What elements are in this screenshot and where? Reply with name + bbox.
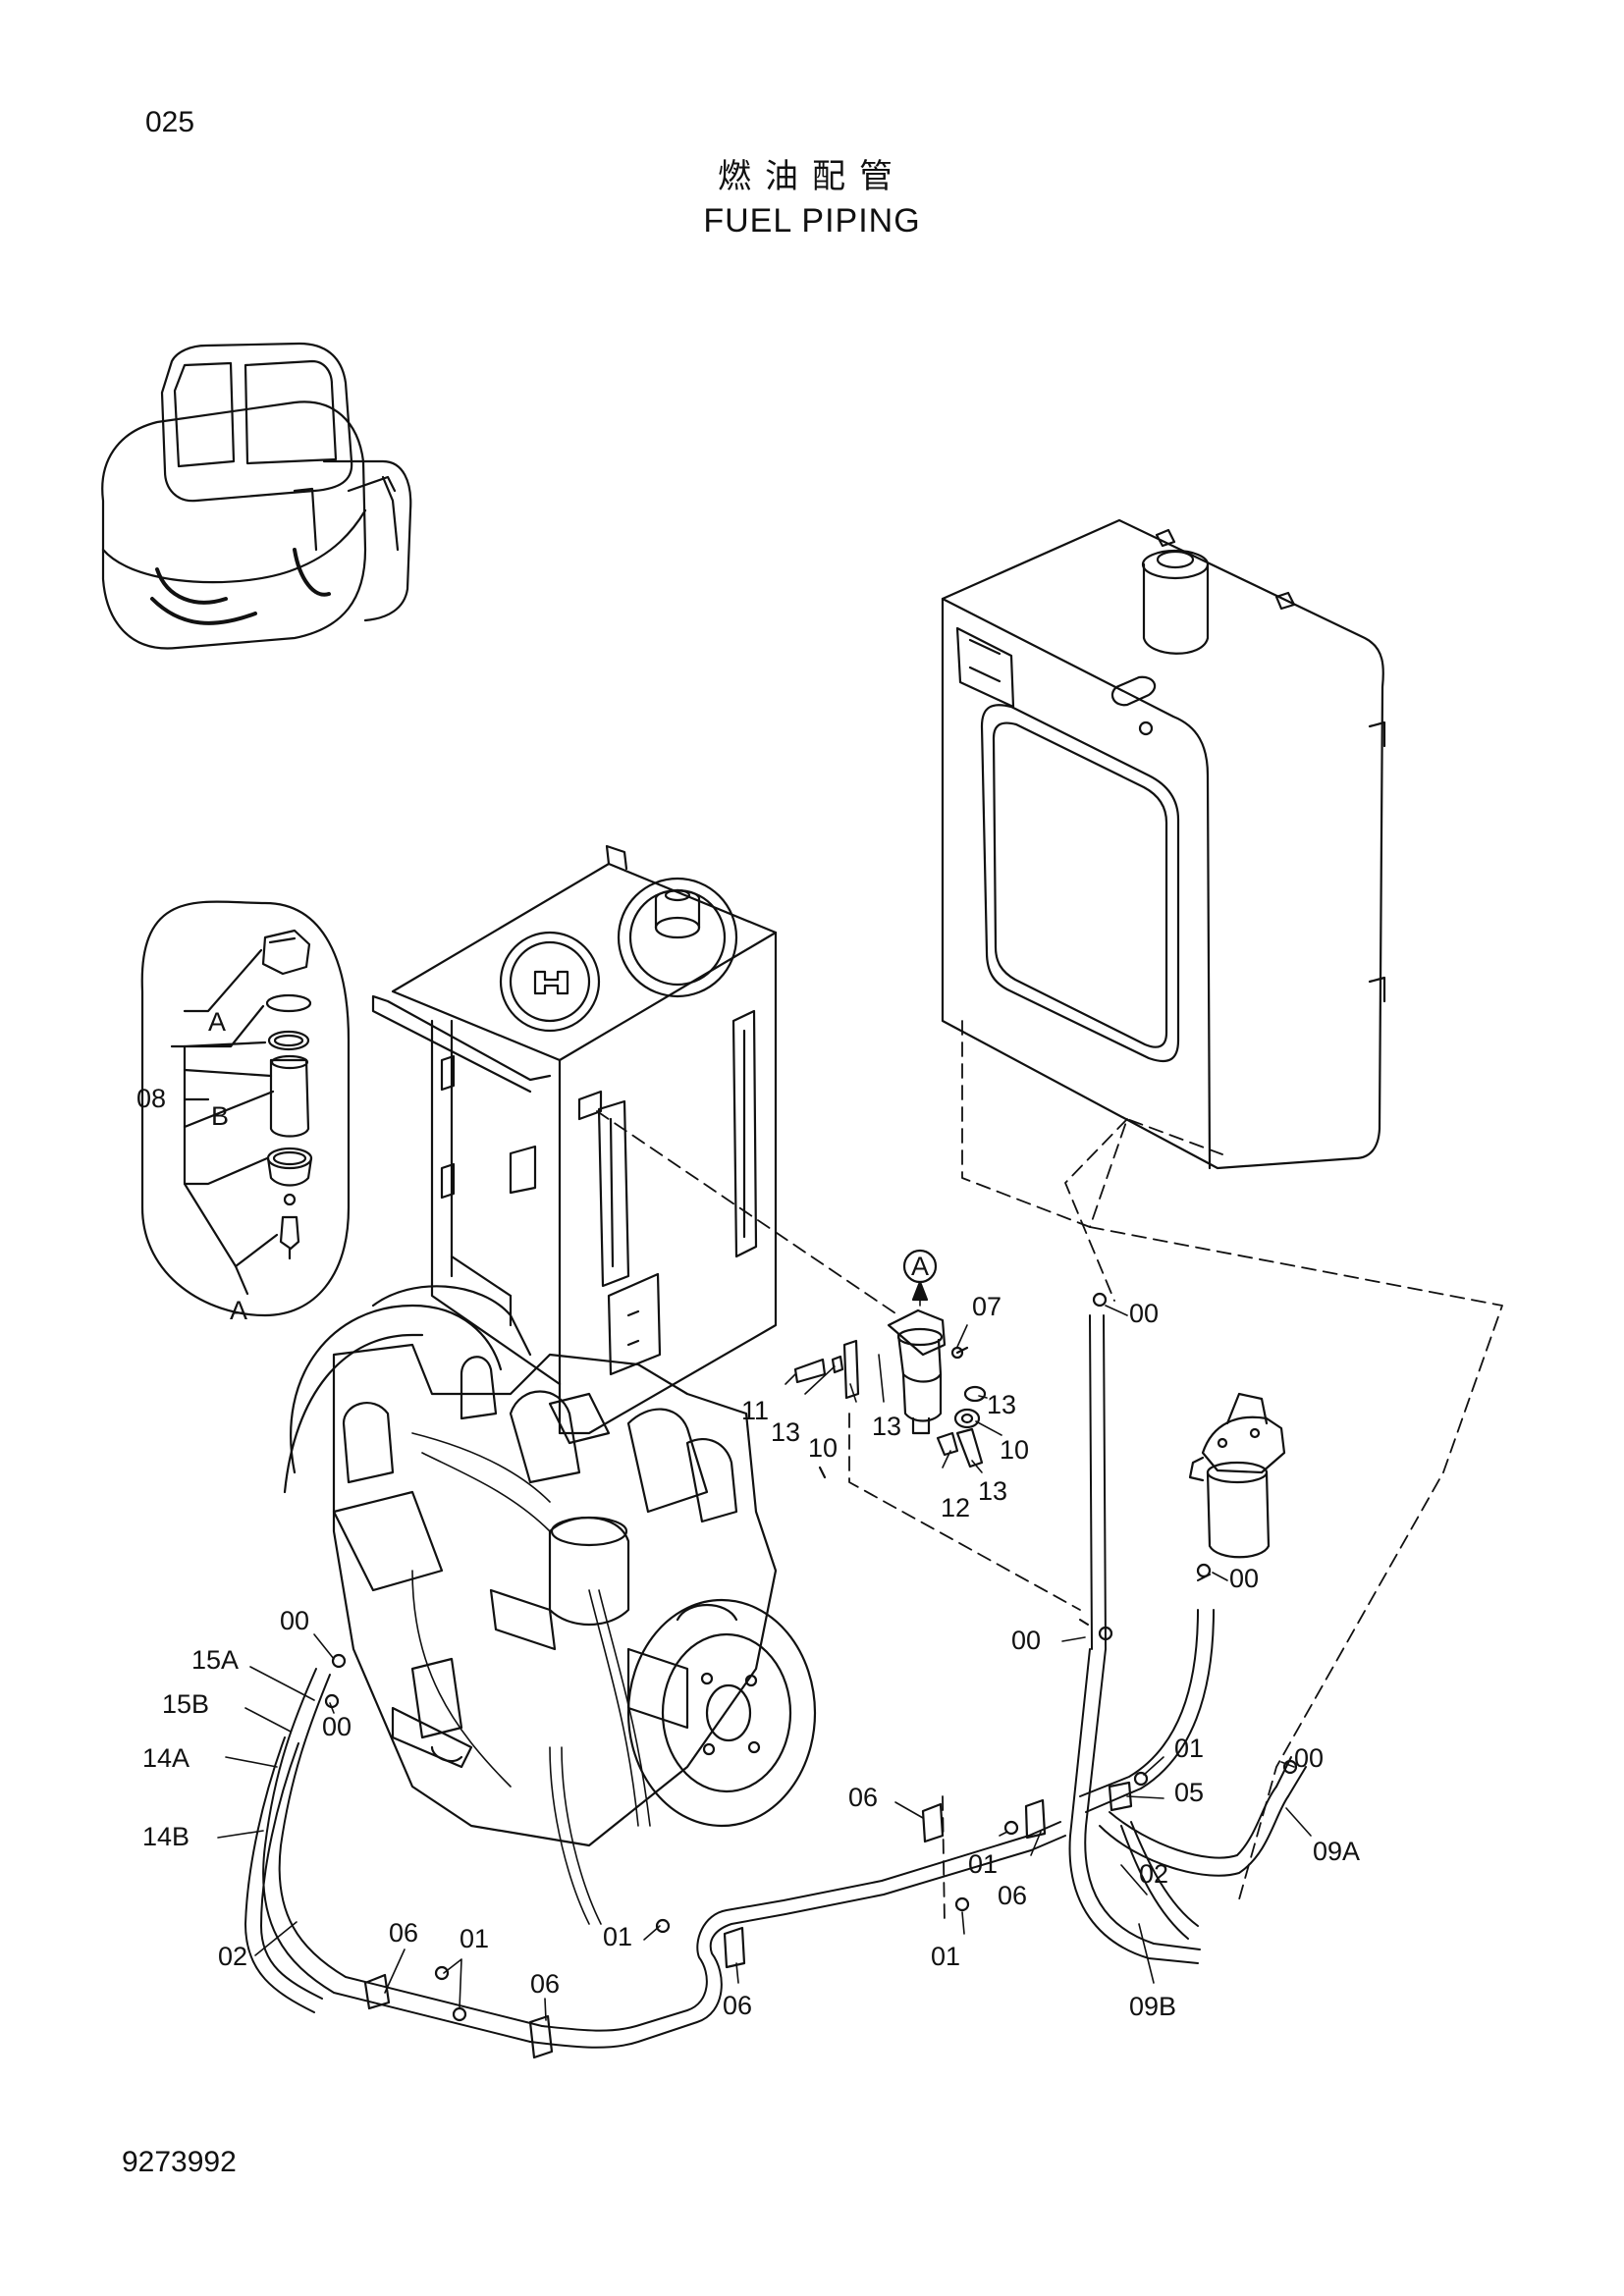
callout-08: 08: [136, 1084, 166, 1113]
callout-06-a: 06: [389, 1918, 418, 1948]
callout-01-e: 01: [1174, 1734, 1204, 1763]
callout-13-b: 13: [872, 1412, 901, 1441]
page-title: FUEL PIPING: [703, 202, 921, 240]
callout-05: 05: [1174, 1778, 1204, 1807]
callout-15a: 15A: [191, 1645, 239, 1675]
callout-10-b: 10: [1000, 1435, 1029, 1465]
callout-10-a: 10: [808, 1433, 838, 1463]
callout-13-d: 13: [978, 1476, 1007, 1506]
callout-detail-a-top: A: [208, 1007, 226, 1037]
callout-07: 07: [972, 1292, 1001, 1321]
detail-reference-arrow: [911, 1280, 929, 1302]
detail-view-a: [140, 900, 351, 1317]
callout-06-e: 06: [998, 1881, 1027, 1910]
callout-12: 12: [941, 1493, 970, 1522]
callout-00-e: 00: [280, 1606, 309, 1635]
fuel-filter-assembly: [793, 1308, 987, 1479]
document-number: 9273992: [122, 2146, 237, 2178]
water-separator: [1188, 1392, 1286, 1559]
callout-13-a: 13: [771, 1417, 800, 1447]
machine-overview-illustration: [101, 342, 412, 650]
hydraulic-oil-tank: [371, 844, 778, 1435]
callout-01-d: 01: [931, 1942, 960, 1971]
callout-02-b: 02: [1139, 1859, 1168, 1889]
callout-14b: 14B: [142, 1822, 189, 1851]
callout-01-c: 01: [968, 1849, 998, 1879]
callout-06-b: 06: [530, 1969, 560, 1999]
callout-ref-a: A: [911, 1252, 929, 1281]
callout-00-b: 00: [1229, 1564, 1259, 1593]
pipe-clamps: [324, 1292, 1298, 2059]
callout-leaders: [217, 1285, 1312, 2021]
callout-00-d: 00: [1294, 1743, 1324, 1773]
callout-11: 11: [741, 1396, 769, 1425]
callout-01-a: 01: [460, 1924, 489, 1953]
callout-01-b: 01: [603, 1922, 632, 1951]
engine-assembly: [283, 1285, 817, 1925]
callout-09a: 09A: [1313, 1837, 1360, 1866]
callout-06-c: 06: [723, 1991, 752, 2020]
callout-labels: 08 A B A A 07 11 13 10 13 13 10 12 13 00…: [136, 1007, 1360, 2021]
callout-09b: 09B: [1129, 1992, 1176, 2021]
fuel-pipes: [244, 1314, 1307, 2049]
callout-14a: 14A: [142, 1743, 189, 1773]
fuel-tank: [941, 518, 1386, 1170]
callout-00-f: 00: [322, 1712, 352, 1741]
callout-00-a: 00: [1129, 1299, 1159, 1328]
page-title-chinese: 燃油配管: [718, 157, 906, 196]
callout-detail-b: B: [211, 1101, 229, 1131]
callout-06-d: 06: [848, 1783, 878, 1812]
callout-15b: 15B: [162, 1689, 209, 1719]
callout-00-c: 00: [1011, 1626, 1041, 1655]
callout-02-a: 02: [218, 1942, 247, 1971]
page-number: 025: [145, 106, 195, 138]
callout-13-c: 13: [987, 1390, 1016, 1419]
callout-detail-a-bottom: A: [230, 1296, 247, 1325]
